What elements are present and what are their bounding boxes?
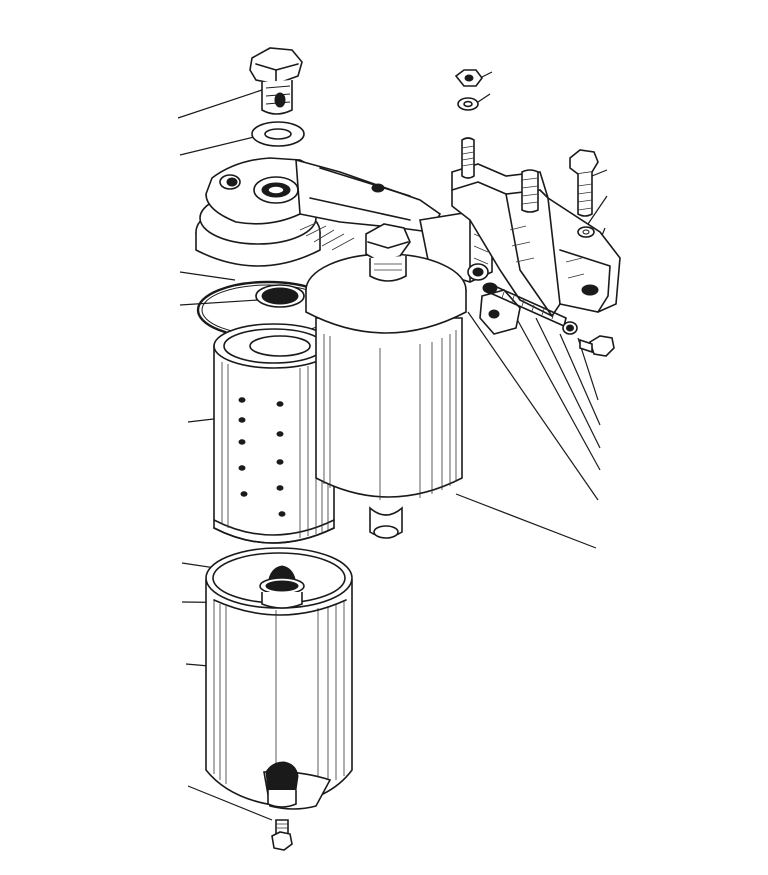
leader-left-1 (177, 89, 263, 119)
leader-right-7 (559, 333, 601, 426)
mounting-bracket (451, 137, 621, 335)
drain-plug (265, 761, 299, 851)
lock-washer (457, 97, 479, 111)
filter-head (195, 157, 493, 283)
mounting-bolt (569, 149, 599, 217)
nut (454, 69, 483, 87)
leader-right-8 (535, 317, 601, 449)
second-filter-housing (305, 223, 467, 539)
leader-right-11 (455, 493, 597, 549)
leader-right-10 (467, 311, 599, 501)
hollow-bolt (249, 47, 303, 115)
leader-right-9 (511, 309, 601, 471)
adjusting-screw (482, 282, 578, 335)
leader-left-4 (179, 299, 259, 306)
leader-left-9 (187, 785, 273, 821)
leader-left-3 (179, 271, 236, 281)
perforation-holes (238, 397, 286, 517)
leader-right-4 (587, 195, 608, 225)
right-leader-lines (455, 71, 608, 549)
filter-gasket (255, 284, 305, 308)
bracket-bolt (579, 335, 615, 357)
valve-seat (213, 599, 347, 616)
spring-washer (577, 226, 595, 238)
spring-valve (259, 565, 305, 609)
sealing-washer (251, 121, 305, 147)
leader-right-3 (591, 169, 608, 177)
leader-left-2 (179, 135, 259, 156)
